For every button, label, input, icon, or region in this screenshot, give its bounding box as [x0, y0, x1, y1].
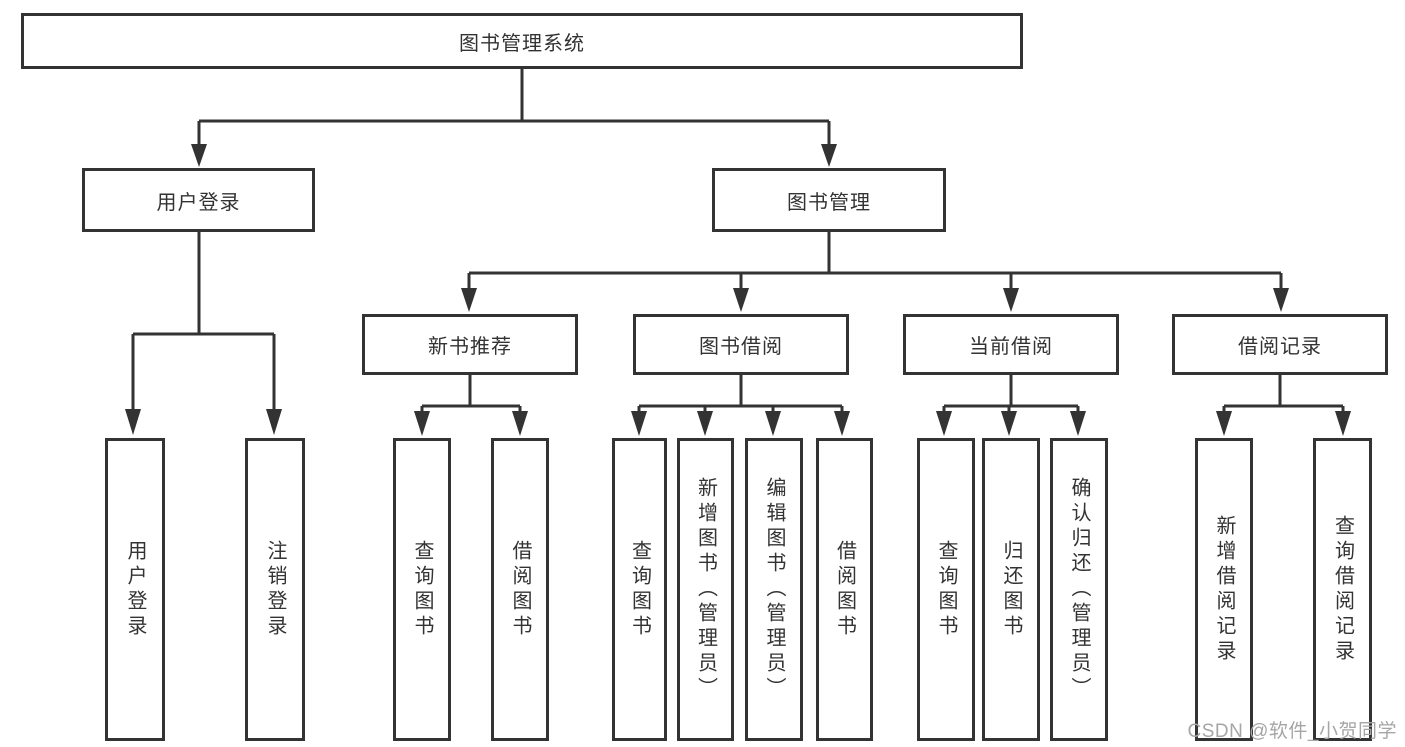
csdn-watermark: CSDN @软件_小贺同学 [1187, 721, 1397, 742]
node-user-login: 用户登录 [82, 168, 315, 232]
node-leaf-add-borrow-record: 新增借阅记录 [1195, 438, 1253, 741]
node-book-management: 图书管理 [712, 168, 946, 232]
node-leaf-query-books-current: 查询图书 [917, 438, 975, 741]
node-leaf-borrow-books-label: 借阅图书 [833, 539, 856, 640]
node-leaf-query-books-current-label: 查询图书 [935, 539, 957, 640]
node-new-book-recommend: 新书推荐 [362, 314, 578, 375]
node-leaf-return-books-label: 归还图书 [1000, 539, 1022, 640]
node-new-book-recommend-label: 新书推荐 [428, 336, 512, 358]
node-book-borrow-label: 图书借阅 [699, 336, 783, 358]
node-leaf-query-borrow-record: 查询借阅记录 [1313, 438, 1372, 741]
node-leaf-confirm-return-admin-label: 确认归还（管理员） [1068, 477, 1090, 702]
node-leaf-add-borrow-record-label: 新增借阅记录 [1213, 514, 1235, 665]
node-book-borrow: 图书借阅 [633, 314, 849, 375]
node-leaf-add-books-admin-label: 新增图书（管理员） [694, 477, 717, 702]
node-leaf-query-borrow-record-label: 查询借阅记录 [1331, 514, 1354, 665]
node-leaf-borrow-books-recommend-label: 借阅图书 [509, 539, 531, 640]
node-book-management-label: 图书管理 [787, 191, 871, 214]
node-leaf-query-books-recommend-label: 查询图书 [411, 539, 433, 640]
node-leaf-logout-label: 注销登录 [264, 539, 286, 640]
node-root-label: 图书管理系统 [459, 32, 585, 55]
node-leaf-logout: 注销登录 [245, 438, 305, 741]
node-leaf-query-books-recommend: 查询图书 [393, 438, 451, 741]
node-user-login-label: 用户登录 [156, 191, 241, 214]
node-leaf-add-books-admin: 新增图书（管理员） [677, 438, 734, 741]
node-leaf-query-books-borrow: 查询图书 [612, 438, 667, 741]
node-root: 图书管理系统 [21, 13, 1023, 69]
node-leaf-return-books: 归还图书 [982, 438, 1040, 741]
node-current-borrow: 当前借阅 [903, 314, 1119, 375]
node-borrow-records: 借阅记录 [1172, 314, 1388, 375]
node-borrow-records-label: 借阅记录 [1238, 336, 1322, 358]
node-leaf-query-books-borrow-label: 查询图书 [628, 539, 651, 640]
node-leaf-user-login-label: 用户登录 [124, 539, 146, 640]
node-current-borrow-label: 当前借阅 [969, 336, 1053, 358]
node-leaf-edit-books-admin: 编辑图书（管理员） [745, 438, 803, 741]
node-leaf-confirm-return-admin: 确认归还（管理员） [1050, 438, 1108, 741]
node-leaf-edit-books-admin-label: 编辑图书（管理员） [763, 477, 785, 702]
node-leaf-user-login: 用户登录 [105, 438, 165, 741]
node-leaf-borrow-books: 借阅图书 [816, 438, 873, 741]
node-leaf-borrow-books-recommend: 借阅图书 [491, 438, 549, 741]
